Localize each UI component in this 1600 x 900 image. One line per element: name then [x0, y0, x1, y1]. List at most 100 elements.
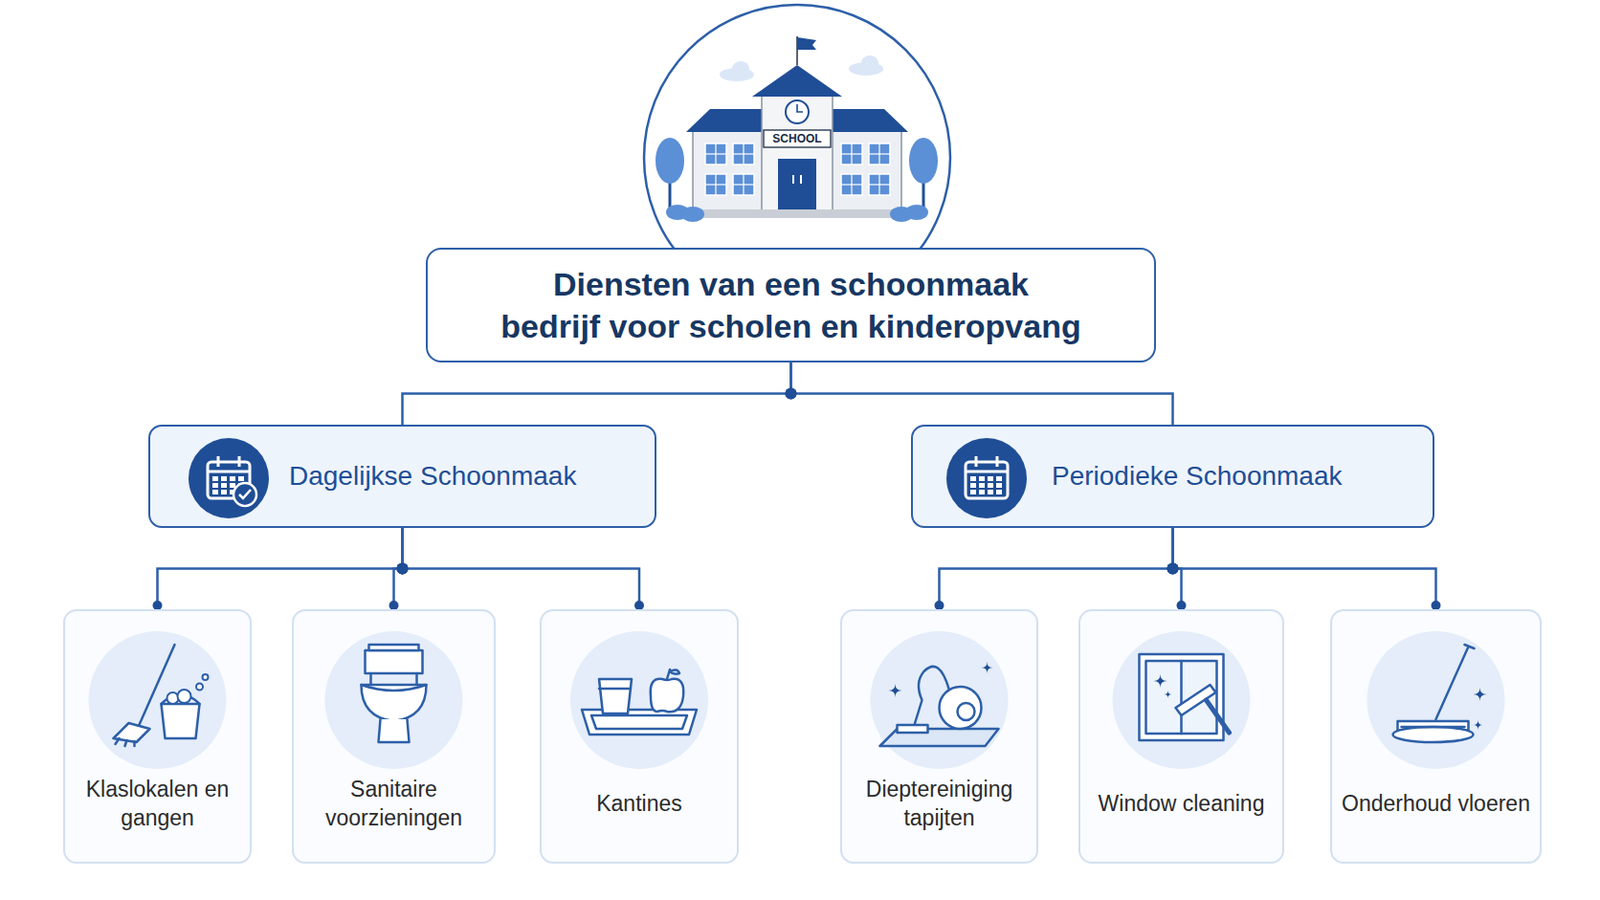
service-box: Window cleaning [1078, 609, 1285, 865]
bush [681, 206, 705, 223]
calendar-bar [207, 470, 250, 474]
icon-circle [946, 438, 1027, 519]
cloud-part [861, 55, 879, 71]
sparkle [1473, 720, 1484, 731]
calendar-cell [212, 489, 219, 495]
clock-hands [797, 104, 803, 112]
connector-line [1173, 528, 1437, 610]
flag [797, 37, 817, 50]
connector-line [939, 528, 1174, 610]
calendar-cell [978, 476, 985, 482]
service-label: Sanitaire voorzieningen [299, 775, 489, 834]
calendar-ring [975, 456, 978, 467]
check-mark [239, 489, 251, 499]
window-divider [1179, 661, 1183, 734]
check-badge [233, 483, 257, 507]
text-area: Sanitaire voorzieningen [299, 755, 489, 853]
service-icon [1332, 611, 1544, 867]
bubble [196, 684, 203, 691]
calendar-icon [946, 438, 1027, 519]
calendar-cell [970, 489, 977, 495]
category-icon [912, 426, 1028, 531]
connector-line [402, 362, 792, 425]
calendar-ring [238, 456, 242, 467]
sparkle [888, 684, 903, 698]
service-label: Klaslokalen en gangen [70, 775, 245, 834]
calendar-cell [978, 489, 985, 495]
polisher-icon [1367, 631, 1506, 770]
window-bar [733, 183, 755, 185]
school-roof [828, 109, 909, 133]
window-bar [705, 153, 727, 155]
service-box: Sanitaire voorzieningen [291, 609, 496, 865]
service-icon [1080, 611, 1287, 867]
toilet-base [378, 719, 410, 743]
text-area: Kantines [547, 755, 732, 853]
service-label: Onderhoud vloeren [1341, 789, 1531, 819]
school-sign [763, 130, 831, 148]
service-label: Window cleaning [1098, 789, 1266, 819]
window [705, 174, 727, 196]
bubble [177, 689, 192, 704]
door-handle [792, 175, 795, 184]
calendar-ring [996, 456, 1000, 467]
vacuum-icon [870, 631, 1009, 770]
service-label: Kantines [596, 789, 683, 819]
calendar-cell [987, 483, 994, 489]
icon-circle [325, 631, 464, 770]
school-base [685, 209, 910, 219]
bubble [167, 692, 179, 705]
toilet-lid [369, 644, 420, 651]
calendar-cell [229, 483, 236, 489]
icon-circle [570, 631, 709, 770]
calendar-cell [229, 476, 236, 482]
vacuum-hose [914, 666, 950, 726]
school-wing [828, 130, 902, 211]
toilet-bowl [361, 685, 427, 722]
sparkle [981, 662, 994, 674]
connector-line [402, 528, 641, 610]
window [868, 174, 890, 196]
service-label: Dieptereiniging tapijten [847, 775, 1031, 834]
mop-icon [88, 631, 227, 770]
service-box: Klaslokalen en gangen [63, 609, 252, 865]
school-pediment [752, 65, 843, 97]
calendar-body [965, 462, 1008, 499]
sign-label: SCHOOL [763, 130, 831, 148]
title-text: Diensten van een schoonmaak bedrijf voor… [450, 263, 1132, 348]
apple [650, 679, 685, 712]
school-roof [686, 109, 766, 133]
category-label: Dagelijkse Schoonmaak [288, 461, 577, 492]
vacuum-nozzle [897, 725, 929, 734]
window-bar [705, 183, 727, 185]
calendar-cell [212, 483, 219, 489]
tree-crown [655, 137, 685, 184]
toilet-neck [371, 673, 418, 686]
mop-strands [115, 738, 135, 747]
category-box: Dagelijkse Schoonmaak [148, 424, 657, 529]
apple-stem [666, 669, 680, 680]
calendar-cell [212, 476, 219, 482]
connector-line [157, 528, 403, 610]
service-box: Onderhoud vloeren [1330, 609, 1542, 865]
tray-icon [570, 631, 709, 770]
junction-dot [397, 563, 409, 576]
window [733, 174, 755, 196]
junction-dot [1167, 563, 1179, 576]
window-bar [841, 153, 863, 155]
window-frame [1139, 654, 1224, 741]
icon-circle [188, 438, 269, 519]
window [841, 174, 863, 196]
junction-dot [785, 388, 798, 400]
sparkle [1473, 688, 1488, 702]
window [733, 143, 755, 165]
school-door [777, 158, 817, 211]
bubble [202, 674, 209, 681]
icon-circle [88, 631, 227, 770]
junction-dot [397, 563, 409, 576]
tray [581, 710, 697, 735]
cloud [719, 61, 755, 82]
toilet-tank [365, 650, 423, 674]
calendar-cell [221, 489, 227, 495]
